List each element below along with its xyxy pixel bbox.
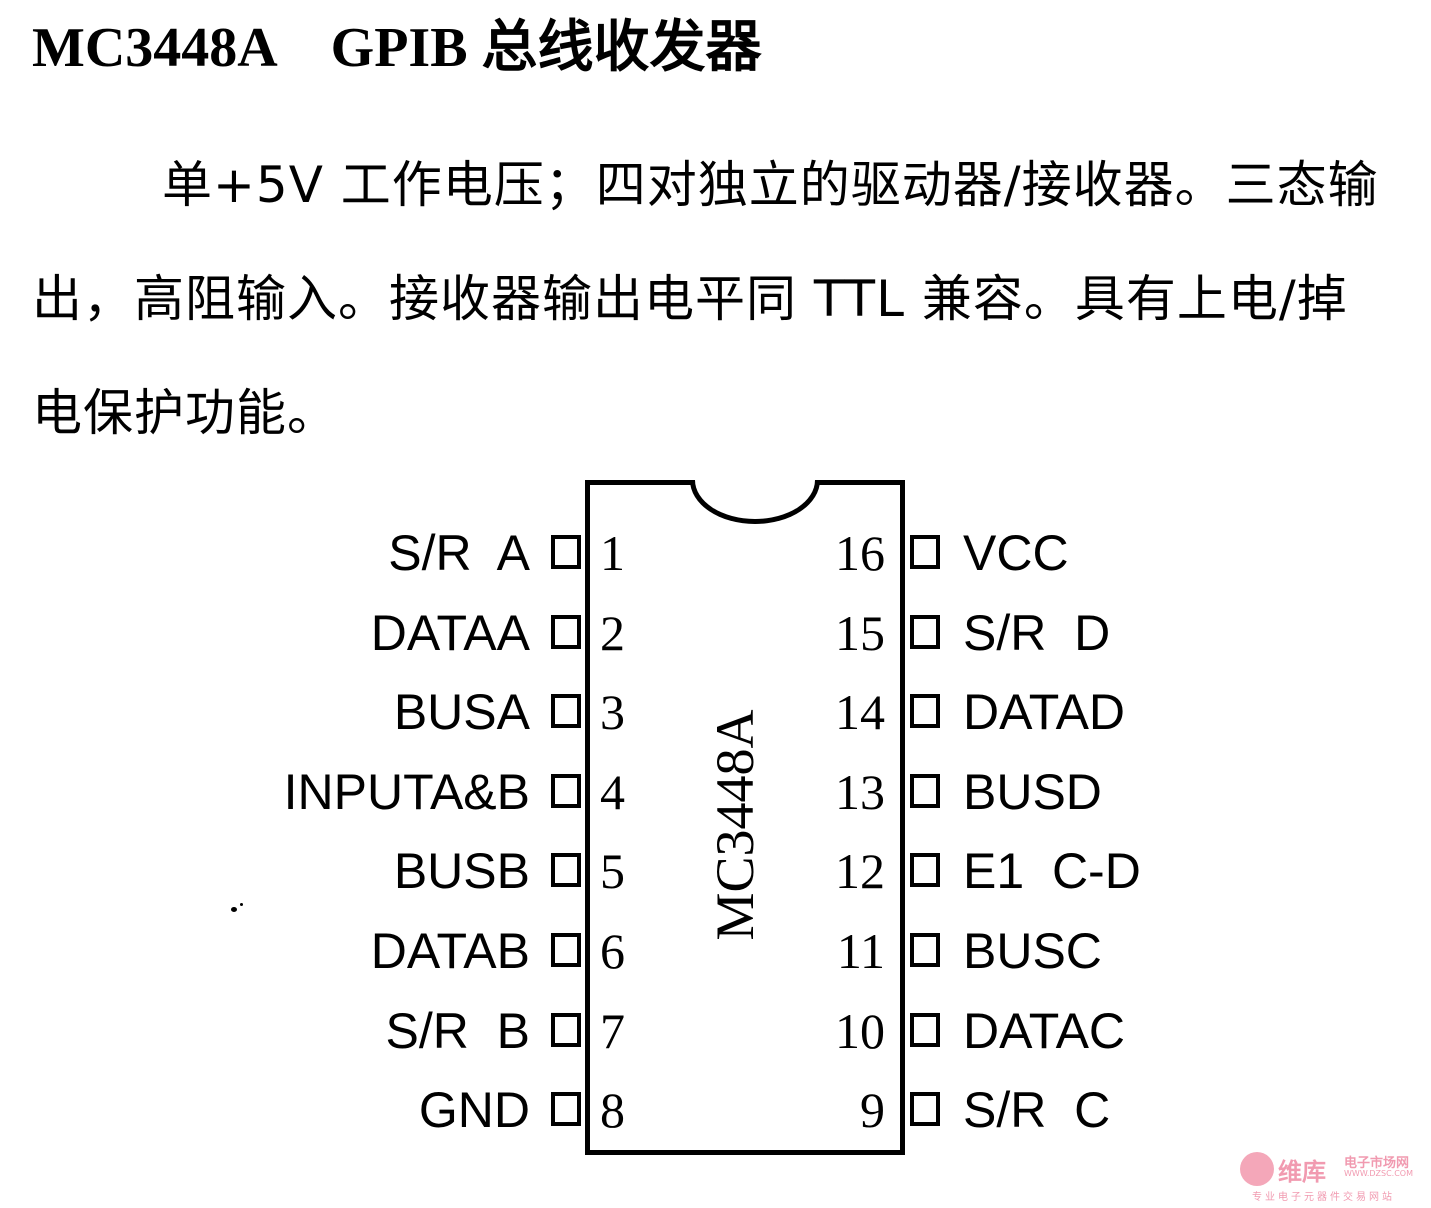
pin-number: 15 (835, 604, 885, 661)
pin-number: 12 (835, 843, 885, 900)
pin-label: BUSA (393, 684, 530, 741)
pin-number: 1 (600, 525, 625, 581)
pin-square-left (551, 853, 581, 888)
pin-square-left (551, 773, 581, 808)
pin-label: S/R D (963, 604, 1111, 661)
pin-square-left (551, 614, 581, 649)
page-title: MC3448A GPIB 总线收发器 (32, 17, 762, 79)
pin-label: DATAC (963, 1002, 1126, 1059)
pin-label: S/R B (385, 1002, 530, 1059)
pin-label: BUSB (393, 843, 530, 900)
pin-number: 3 (600, 684, 625, 741)
watermark: 维库 电子市场网 WWW.DZSC.COM 专业电子元器件交易网站 (1240, 1150, 1425, 1205)
pin-label: DATAD (963, 684, 1126, 741)
description-text: 单+5V 工作电压；四对独立的驱动器/接收器。三态输出，高阻输入。接收器输出电平… (32, 156, 1379, 442)
pin-label: DATAB (370, 923, 530, 979)
pin-label: DATAA (370, 604, 530, 661)
chip-part-label: MC3448A (705, 709, 765, 941)
pin-label: S/R C (963, 1082, 1111, 1139)
pin-square-right (910, 773, 940, 808)
watermark-logo-icon (1240, 1152, 1274, 1186)
pin-square-left (551, 694, 581, 729)
pin-square-right (910, 853, 940, 888)
pin-number: 8 (600, 1082, 625, 1139)
pin-number: 4 (600, 763, 625, 820)
pin-label: S/R A (388, 525, 530, 581)
scan-speck (240, 903, 243, 906)
pin-number: 10 (835, 1002, 885, 1059)
ic-package-outline: MC3448A (585, 480, 905, 1155)
watermark-url: WWW.DZSC.COM (1344, 1169, 1413, 1178)
pin1-notch (690, 480, 820, 524)
pin-square-right (910, 614, 940, 649)
pin-label: E1 C-D (963, 843, 1141, 900)
pin-square-left (551, 535, 581, 569)
pin-number: 13 (835, 763, 885, 820)
pin-label: INPUTA&B (283, 763, 530, 820)
watermark-brand: 维库 (1278, 1158, 1326, 1186)
pin-square-right (910, 933, 940, 967)
pin-label: BUSD (963, 763, 1102, 820)
watermark-slogan: 专业电子元器件交易网站 (1252, 1192, 1395, 1203)
pin-square-right (910, 1012, 940, 1047)
pin-number: 5 (600, 843, 625, 900)
pin-label: GND (418, 1082, 530, 1139)
pin-label: BUSC (963, 923, 1102, 979)
watermark-site: 电子市场网 (1344, 1156, 1410, 1171)
pin-label: VCC (963, 525, 1069, 581)
pin-number: 6 (600, 923, 625, 979)
pin-number: 2 (600, 604, 625, 661)
pin-number: 16 (835, 525, 885, 581)
pin-square-left (551, 1092, 581, 1127)
pin-square-right (910, 1092, 940, 1127)
pin-number: 11 (836, 923, 885, 979)
pin-square-right (910, 535, 940, 569)
pin-number: 7 (600, 1002, 625, 1059)
pin-number: 9 (860, 1082, 885, 1139)
scan-speck (231, 907, 237, 912)
pin-square-left (551, 1012, 581, 1047)
pin-number: 14 (835, 684, 885, 741)
pin-square-left (551, 933, 581, 967)
pin-square-right (910, 694, 940, 729)
